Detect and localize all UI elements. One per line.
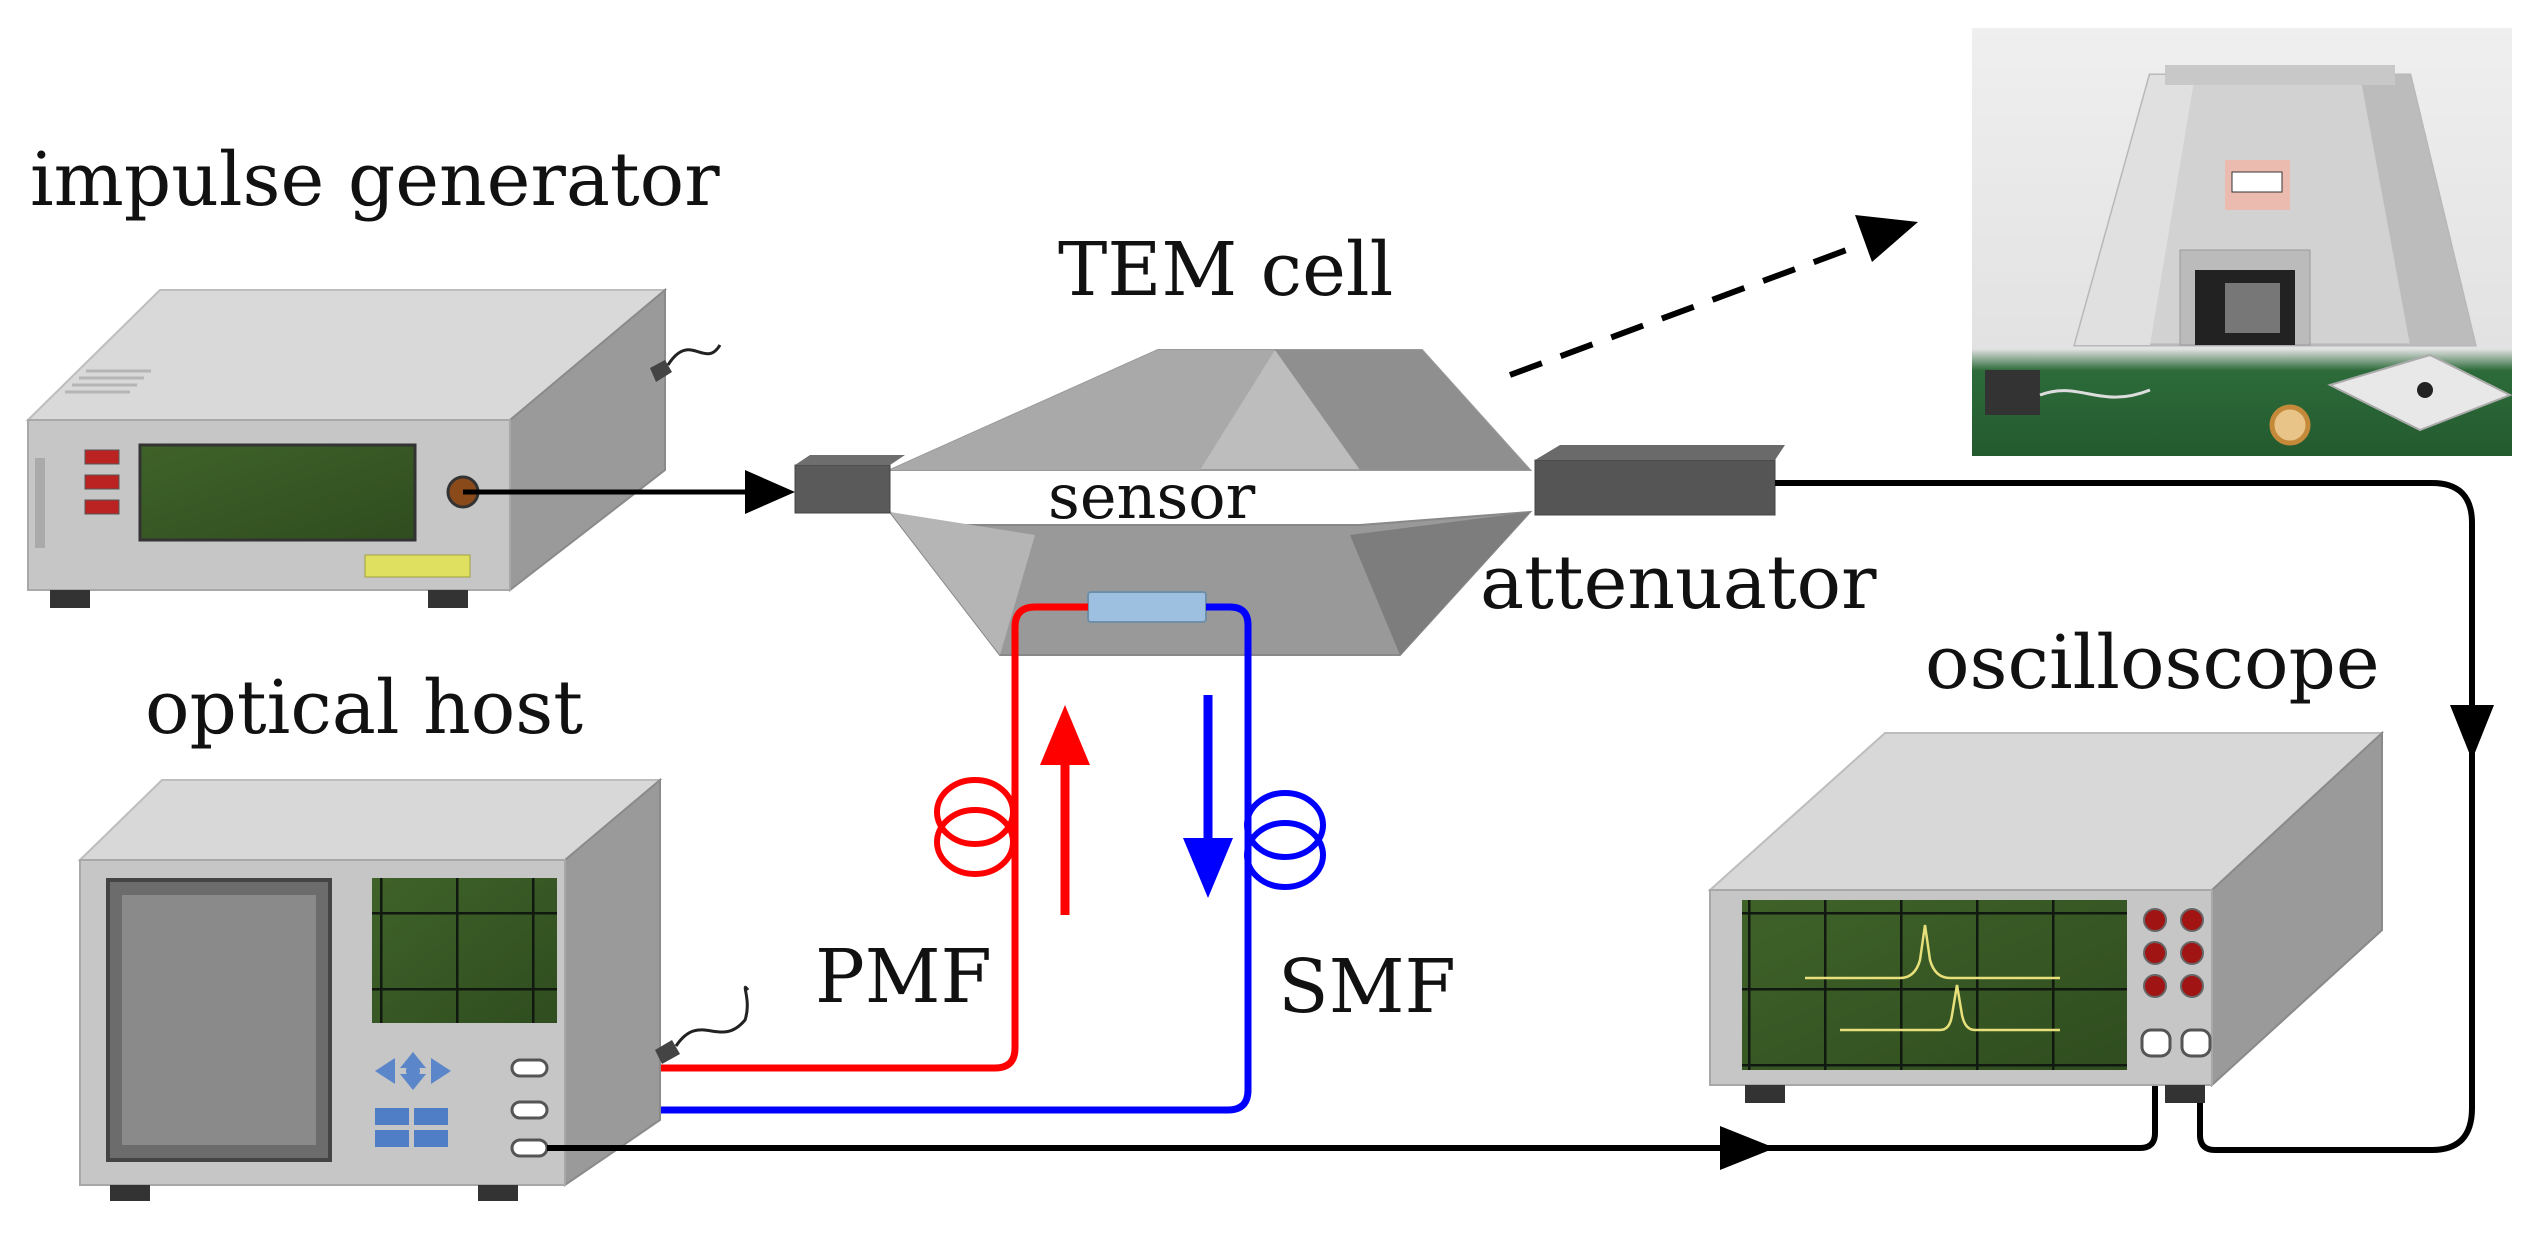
arrow-icon xyxy=(1855,215,1918,262)
generator-buttons xyxy=(84,449,120,515)
attenuator-to-scope-cable xyxy=(1775,480,2475,1153)
host-to-scope-cable xyxy=(547,1075,2158,1151)
scope-trace-2 xyxy=(1840,984,2060,1032)
arrow-icon xyxy=(745,470,795,514)
host-keypad-icon xyxy=(375,1108,448,1147)
arrow-icon xyxy=(2450,705,2494,760)
smf-label: SMF xyxy=(1278,944,1456,1030)
oscilloscope-label: oscilloscope xyxy=(1925,620,2380,706)
scope-trace-1 xyxy=(1805,924,2060,980)
generator-label-strip xyxy=(364,554,471,578)
arrow-down-icon xyxy=(1183,838,1233,898)
host-dpad-icon xyxy=(375,1052,451,1090)
sensor-element xyxy=(1087,591,1207,623)
generator-screen xyxy=(138,443,417,542)
impulse-generator xyxy=(25,287,722,608)
tem-cell xyxy=(794,349,1785,656)
impulse-generator-label: impulse generator xyxy=(30,137,720,223)
scope-knobs xyxy=(2143,908,2204,998)
pmf-fiber xyxy=(505,603,1090,1072)
scope-input-ports xyxy=(2140,1028,2212,1058)
optical-host-label: optical host xyxy=(145,665,583,751)
arrow-up-icon xyxy=(1040,705,1090,765)
attenuator-label: attenuator xyxy=(1480,540,1877,626)
photo-link-dashed xyxy=(1508,242,1862,378)
tem-cell-label: TEM cell xyxy=(1058,227,1393,313)
oscilloscope xyxy=(1707,730,2385,1103)
tem-cell-photo xyxy=(1972,28,2513,456)
optical-host xyxy=(77,777,750,1201)
arrow-icon xyxy=(1720,1126,1775,1170)
pmf-label: PMF xyxy=(815,934,992,1020)
host-ports xyxy=(510,1058,549,1158)
sensor-label: sensor xyxy=(1048,460,1256,533)
